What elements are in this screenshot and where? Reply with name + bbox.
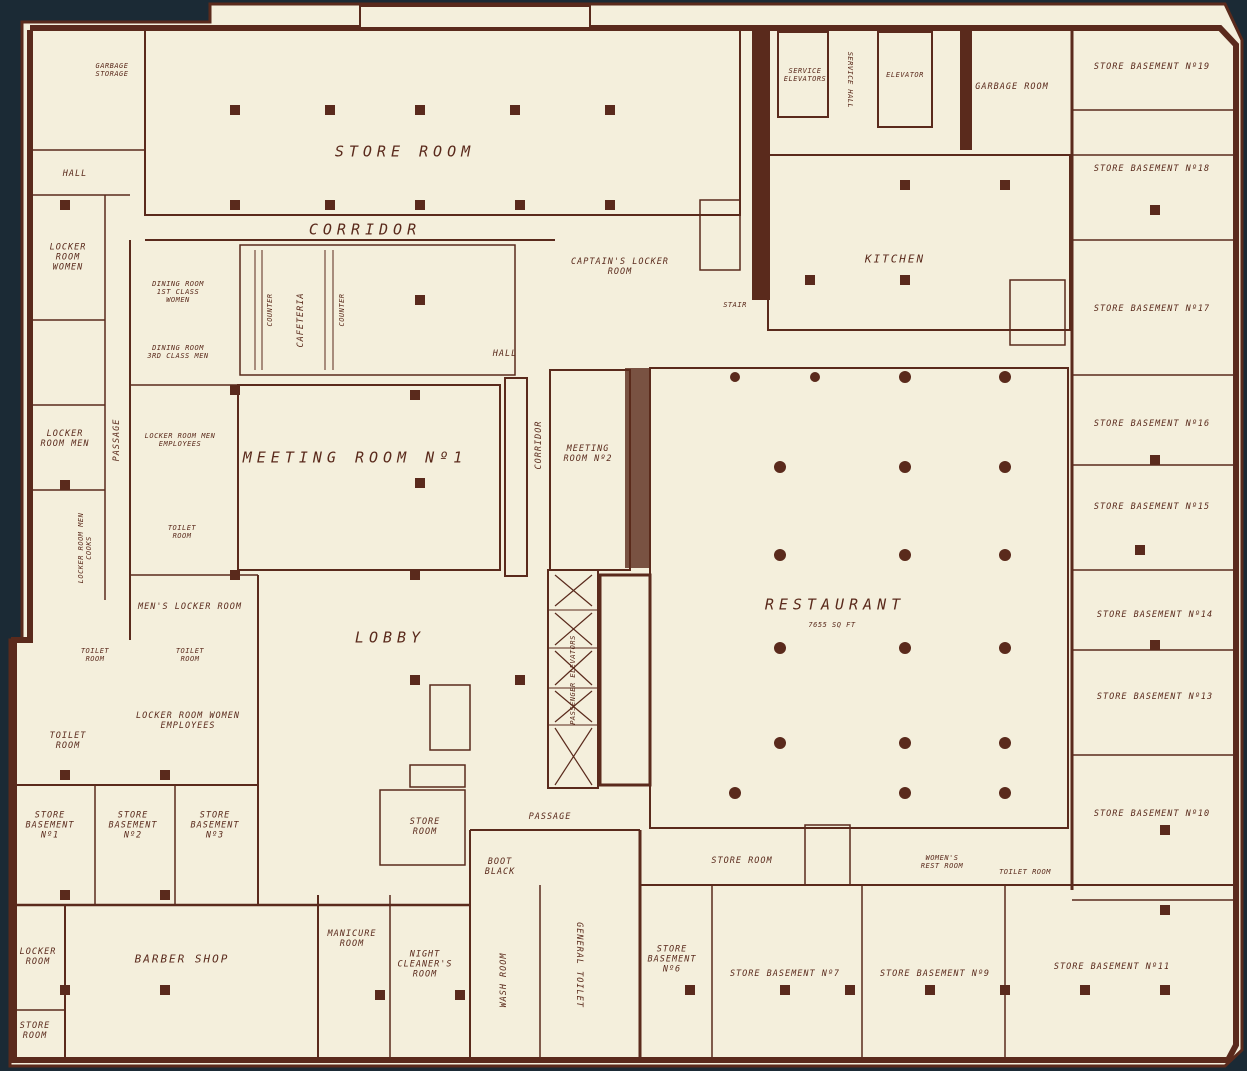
- room-label-passage-w: PASSAGE: [112, 418, 123, 462]
- room-label-barber-shop: BARBER SHOP: [134, 952, 230, 966]
- room-label-store-basement-9: STORE BASEMENT Nº9: [879, 969, 991, 980]
- room-label-store-room-lobby: STORE ROOM: [409, 817, 441, 837]
- room-label-boot-black: BOOT BLACK: [484, 857, 516, 877]
- room-label-meeting-room-2: MEETING ROOM Nº2: [563, 444, 613, 464]
- room-label-locker-room-men: LOCKER ROOM MEN: [40, 429, 90, 449]
- room-label-store-room-s: STORE ROOM: [711, 856, 773, 867]
- room-label-passenger-elevators: PASSENGER ELEVATORS: [568, 635, 577, 725]
- room-label-store-basement-e14: STORE BASEMENT Nº14: [1096, 610, 1214, 621]
- room-label-toilet-room-d: TOILET ROOM: [49, 731, 87, 751]
- room-label-store-room-sw: STORE ROOM: [19, 1021, 51, 1041]
- room-label-store-basement-e15: STORE BASEMENT Nº15: [1093, 502, 1211, 513]
- room-label-service-elevators: SERVICE ELEVATORS: [783, 66, 827, 83]
- room-label-toilet-room-c: TOILET ROOM: [175, 646, 205, 663]
- room-label-service-hall: SERVICE HALL: [846, 51, 855, 109]
- room-label-store-basement-e16: STORE BASEMENT Nº16: [1093, 419, 1211, 430]
- room-label-toilet-room-e: TOILET ROOM: [999, 867, 1051, 876]
- room-label-store-basement-e13: STORE BASEMENT Nº13: [1096, 692, 1214, 703]
- room-label-toilet-room-b: TOILET ROOM: [80, 646, 110, 663]
- room-label-hall-w: HALL: [62, 169, 88, 180]
- room-label-locker-room-sw: LOCKER ROOM: [19, 947, 57, 967]
- columns: [60, 105, 1170, 1000]
- room-label-cafeteria: CAFETERIA: [296, 292, 307, 348]
- room-label-locker-room-women: LOCKER ROOM WOMEN: [49, 242, 87, 272]
- room-label-restaurant-area: 7655 SQ FT: [808, 620, 856, 629]
- room-label-store-basement-e17: STORE BASEMENT Nº17: [1093, 304, 1211, 315]
- room-label-garbage-room: GARBAGE ROOM: [975, 82, 1049, 93]
- room-label-passage-s: PASSAGE: [528, 812, 572, 823]
- room-label-garbage-storage: GARBAGE STORAGE: [95, 61, 129, 78]
- room-label-captains-locker-room: CAPTAIN'S LOCKER ROOM: [571, 257, 669, 277]
- room-label-hall-center: HALL: [492, 349, 518, 360]
- room-label-store-basement-7: STORE BASEMENT Nº7: [729, 969, 841, 980]
- room-label-corridor-top: CORRIDOR: [308, 220, 422, 239]
- room-label-dining-room-1st: DINING ROOM 1ST CLASS WOMEN: [152, 279, 204, 305]
- room-label-counter-a: COUNTER: [265, 293, 274, 327]
- room-label-manicure-room: MANICURE ROOM: [327, 929, 377, 949]
- room-label-store-basement-e18: STORE BASEMENT Nº18: [1093, 164, 1211, 175]
- room-label-store-basement-6: STORE BASEMENT Nº6: [647, 944, 697, 974]
- room-label-restaurant: RESTAURANT: [764, 595, 906, 614]
- room-label-womens-rest-room: WOMEN'S REST ROOM: [920, 853, 964, 870]
- room-label-corridor-mid: CORRIDOR: [534, 420, 545, 470]
- room-label-locker-room-men-employees: LOCKER ROOM MEN EMPLOYEES: [144, 431, 216, 448]
- room-label-stair: STAIR: [723, 300, 747, 309]
- room-label-store-basement-1: STORE BASEMENT Nº1: [25, 810, 75, 840]
- room-label-locker-room-women-employees: LOCKER ROOM WOMEN EMPLOYEES: [136, 711, 240, 731]
- room-label-wash-room: WASH ROOM: [499, 952, 510, 1008]
- room-label-counter-b: COUNTER: [337, 293, 346, 327]
- room-label-meeting-room-1: MEETING ROOM Nº1: [242, 448, 468, 467]
- room-label-night-cleaners-room: NIGHT CLEANER'S ROOM: [397, 949, 453, 979]
- room-label-toilet-room-a: TOILET ROOM: [167, 523, 197, 540]
- room-label-store-room-top: STORE ROOM: [334, 142, 476, 161]
- room-label-passenger-elevator: ELEVATOR: [886, 70, 924, 79]
- room-label-dining-room-3rd: DINING ROOM 3RD CLASS MEN: [147, 343, 209, 360]
- room-label-store-basement-11: STORE BASEMENT Nº11: [1053, 962, 1171, 973]
- room-label-locker-room-men-cooks: LOCKER ROOM MEN COOKS: [76, 512, 93, 584]
- elevator-crosses: [554, 574, 593, 786]
- room-label-kitchen: KITCHEN: [864, 252, 926, 266]
- room-label-store-basement-2: STORE BASEMENT Nº2: [108, 810, 158, 840]
- room-label-mens-locker-room: MEN'S LOCKER ROOM: [138, 602, 242, 613]
- room-label-store-basement-e10: STORE BASEMENT Nº10: [1093, 809, 1211, 820]
- room-label-lobby: LOBBY: [354, 628, 426, 647]
- room-label-store-basement-e19: STORE BASEMENT Nº19: [1093, 62, 1211, 73]
- room-label-store-basement-3: STORE BASEMENT Nº3: [190, 810, 240, 840]
- room-label-general-toilet: GENERAL TOILET: [573, 922, 584, 1008]
